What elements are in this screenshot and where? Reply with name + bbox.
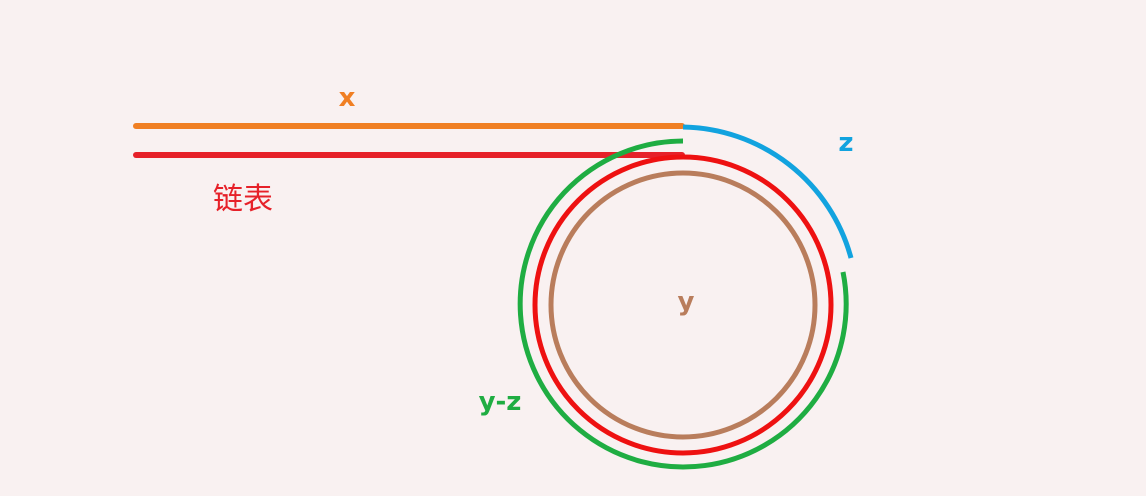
z-label: z bbox=[838, 128, 853, 158]
y-minus-z-label: y-z bbox=[479, 387, 522, 417]
y-minus-z-arc bbox=[517, 138, 849, 470]
x-label: x bbox=[339, 83, 356, 113]
linked-list-cycle-circle bbox=[532, 154, 834, 456]
y-circle bbox=[548, 170, 818, 440]
y-label: y bbox=[678, 287, 695, 317]
z-arc bbox=[682, 124, 854, 259]
linked-list-label: 链表 bbox=[213, 182, 273, 217]
